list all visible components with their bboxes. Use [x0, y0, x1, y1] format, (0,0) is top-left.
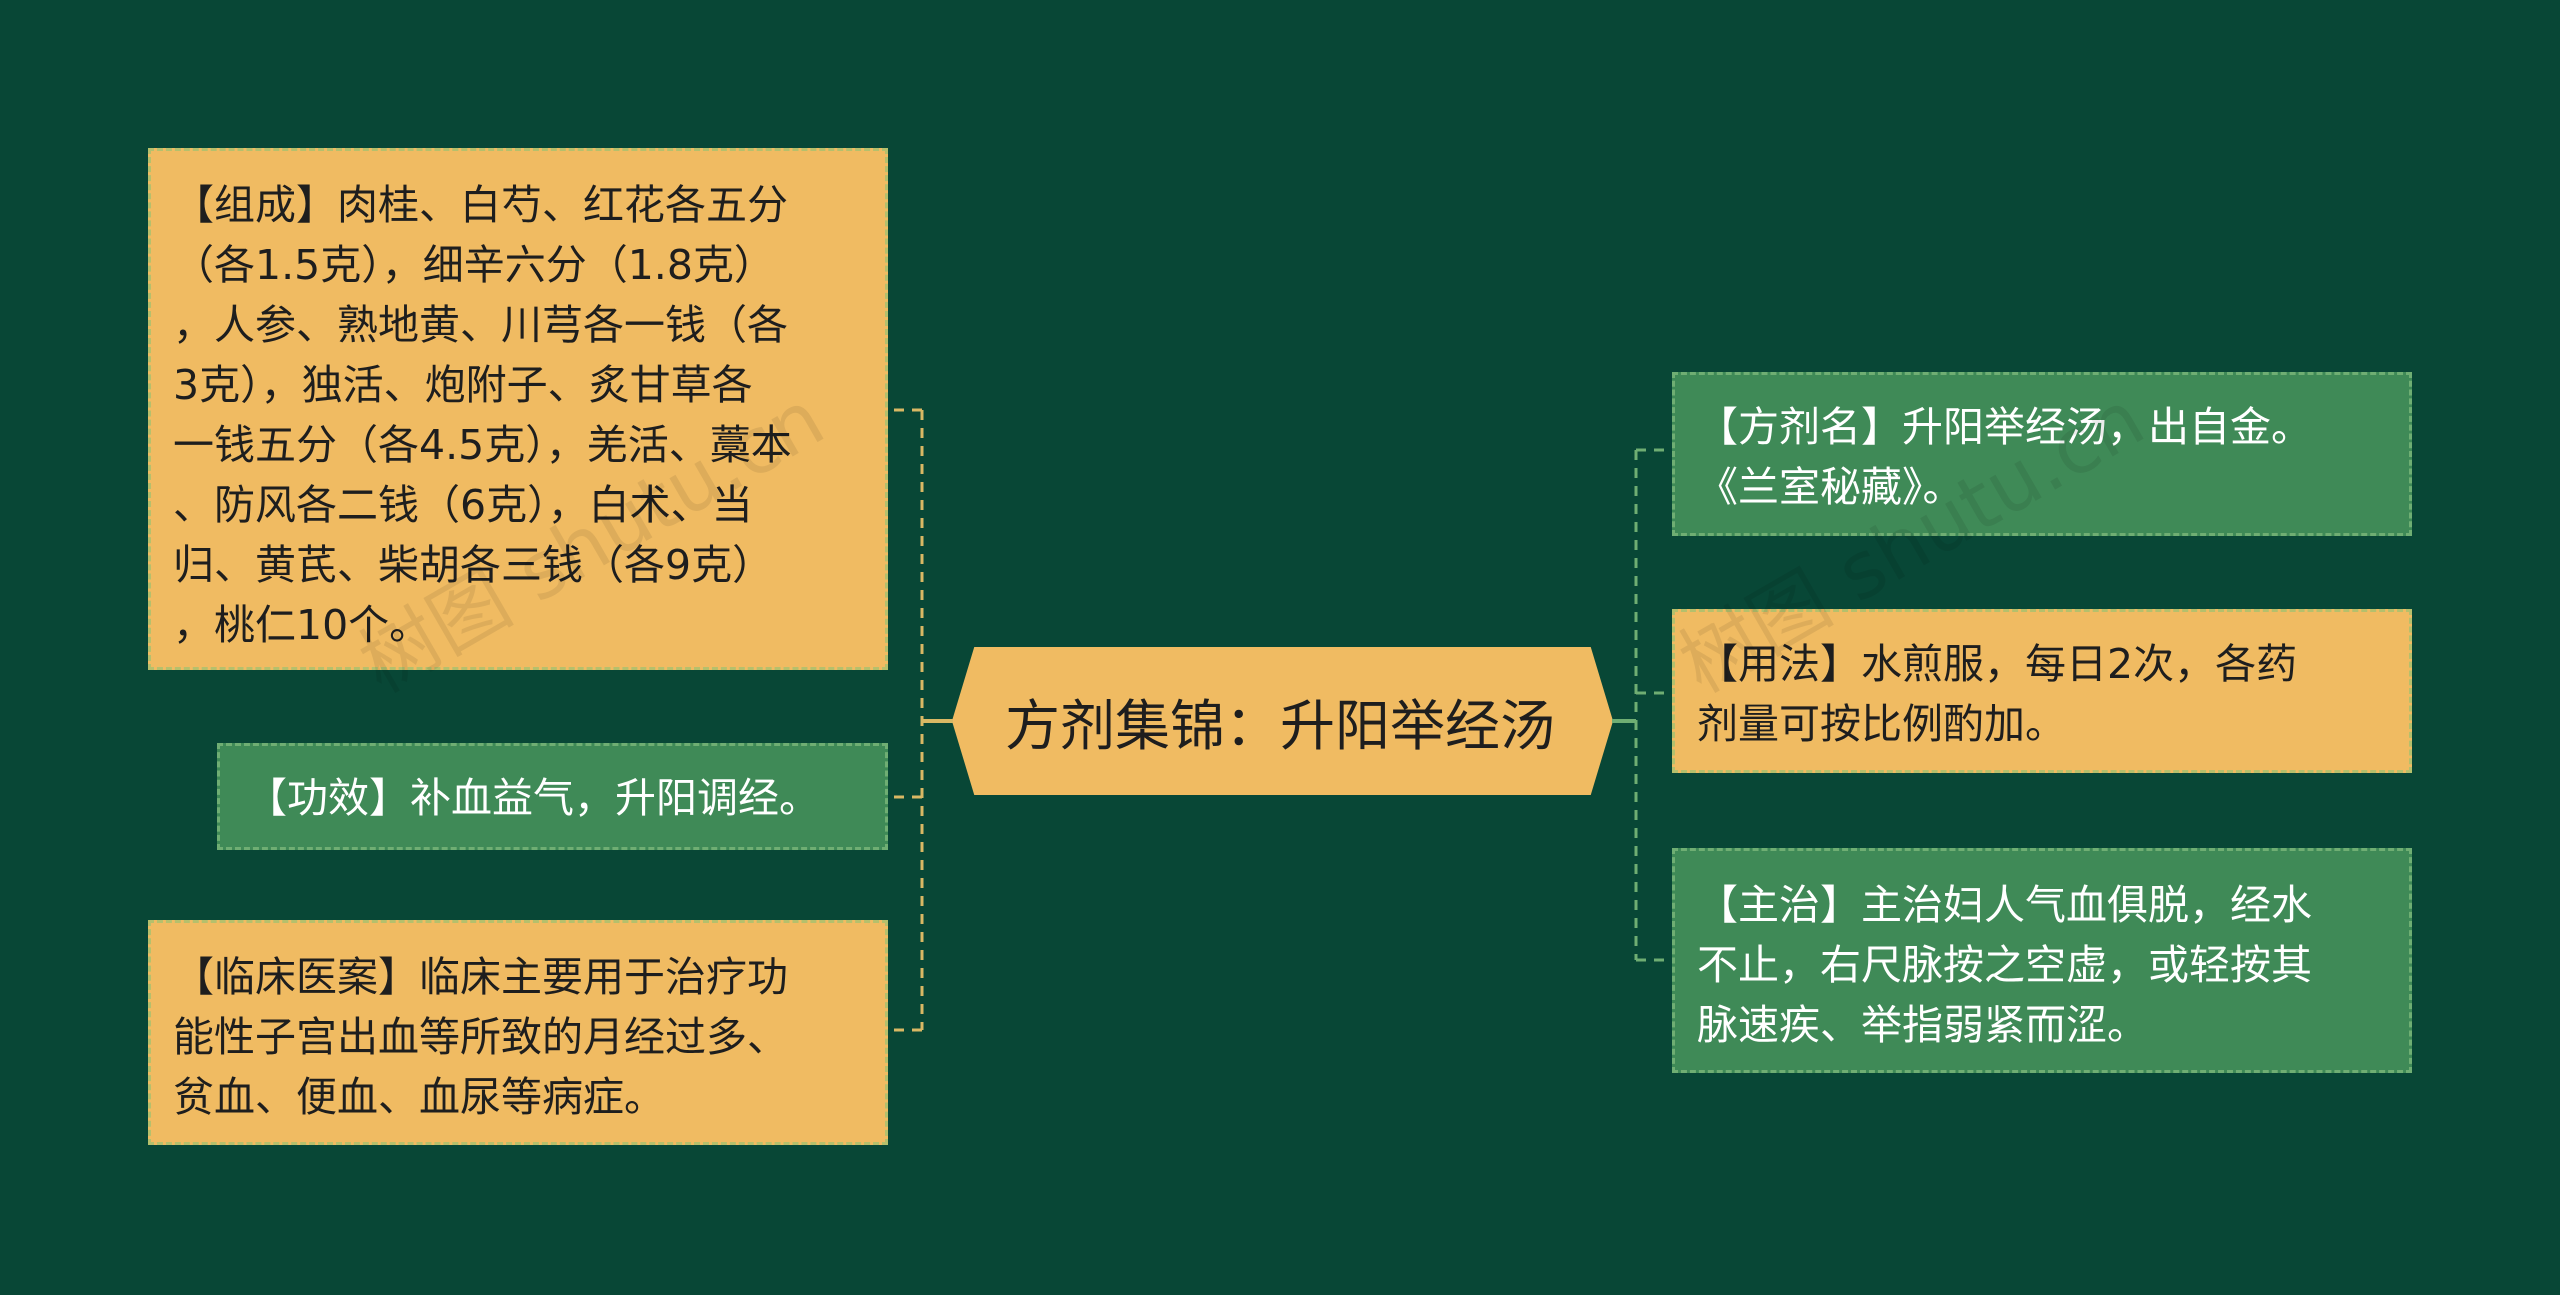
node-efficacy[interactable]: 【功效】补血益气，升阳调经。	[217, 743, 888, 850]
node-clinical[interactable]: 【临床医案】临床主要用于治疗功 能性子宫出血等所致的月经过多、 贫血、便血、血尿…	[148, 920, 888, 1145]
center-node-title[interactable]: 方剂集锦：升阳举经汤	[1004, 694, 1555, 758]
node-composition[interactable]: 【组成】肉桂、白芍、红花各五分 （各1.5克），细辛六分（1.8克） ，人参、熟…	[148, 148, 888, 670]
node-formula-name[interactable]: 【方剂名】升阳举经汤，出自金。 《兰室秘藏》。	[1672, 372, 2412, 536]
node-indication[interactable]: 【主治】主治妇人气血俱脱，经水 不止，右尺脉按之空虚，或轻按其 脉速疾、举指弱紧…	[1672, 848, 2412, 1073]
node-usage[interactable]: 【用法】水煎服，每日2次，各药 剂量可按比例酌加。	[1672, 609, 2412, 773]
